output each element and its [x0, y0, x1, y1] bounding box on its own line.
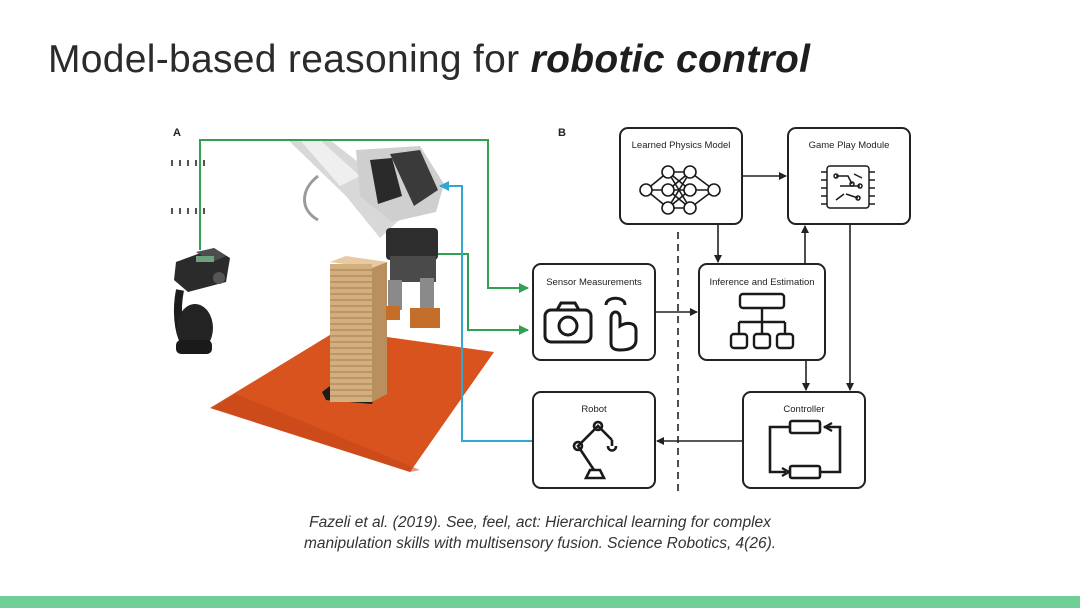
block-controller-label: Controller	[783, 404, 824, 415]
block-physics-model-label: Learned Physics Model	[632, 140, 731, 151]
block-inference-label: Inference and Estimation	[709, 277, 814, 288]
block-game-play-label: Game Play Module	[809, 140, 890, 151]
green-link-gripper	[438, 254, 528, 330]
block-sensors-label: Sensor Measurements	[546, 277, 642, 288]
jenga-tower	[330, 256, 387, 402]
block-game-play: Game Play Module	[172, 128, 910, 224]
block-controller: Controller	[743, 392, 865, 488]
block-robot-label: Robot	[581, 404, 607, 415]
block-sensors: Sensor Measurements	[533, 264, 655, 360]
block-physics-model: Learned Physics Model	[620, 128, 742, 224]
block-robot: Robot	[533, 392, 655, 488]
citation-line-2: manipulation skills with multisensory fu…	[0, 533, 1080, 554]
block-inference: Inference and Estimation	[699, 264, 825, 360]
panel-a-label: A	[173, 127, 181, 139]
chip-icon	[172, 160, 875, 214]
citation-line-1: Fazeli et al. (2019). See, feel, act: Hi…	[0, 512, 1080, 533]
accent-bar	[0, 596, 1080, 608]
citation: Fazeli et al. (2019). See, feel, act: Hi…	[0, 512, 1080, 554]
camera-sensor-photo	[174, 248, 230, 354]
panel-b-label: B	[558, 127, 566, 139]
